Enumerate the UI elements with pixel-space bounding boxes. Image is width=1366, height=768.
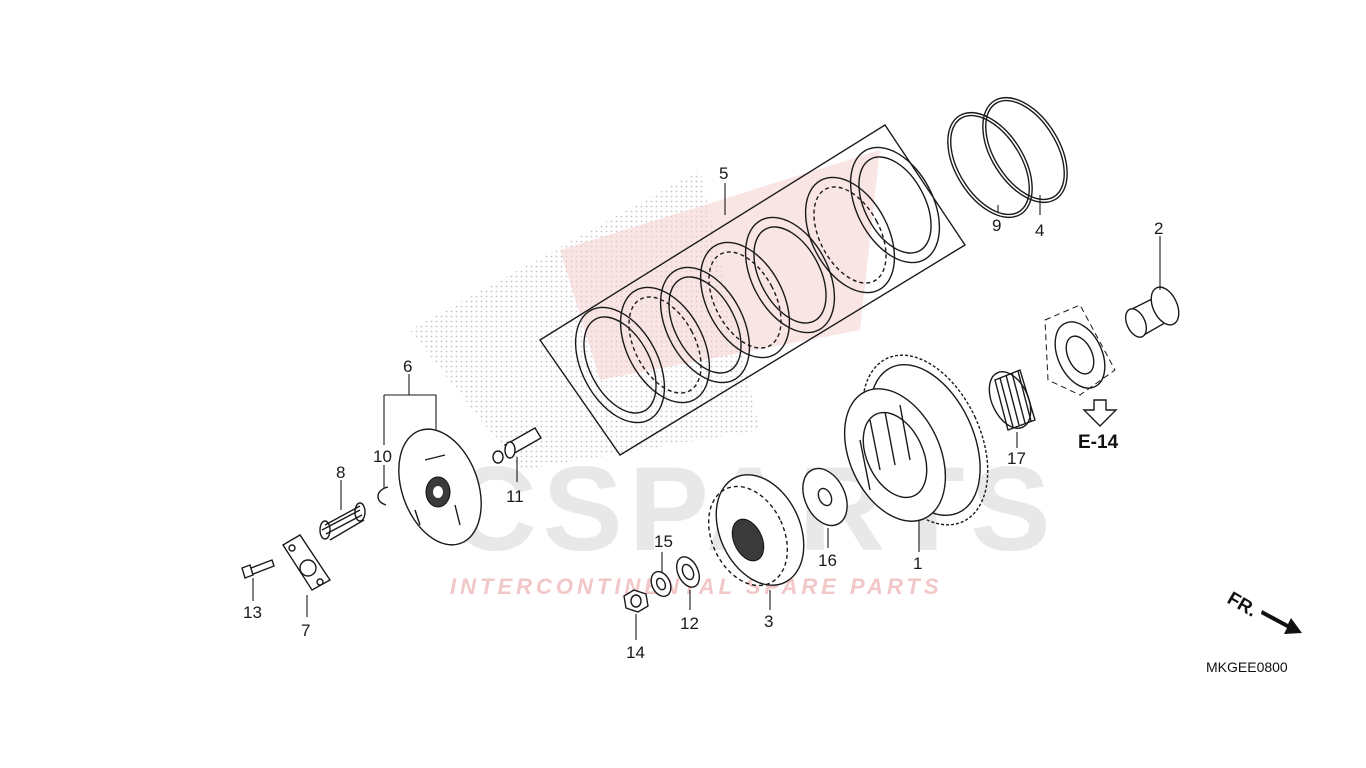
callout-14: 14 [626, 643, 645, 662]
diagram-code: MKGEE0800 [1206, 659, 1288, 675]
reference-label: E-14 [1078, 432, 1119, 453]
lifter-rod [492, 427, 542, 464]
callout-15: 15 [654, 532, 673, 551]
callout-13: 13 [243, 603, 262, 622]
callout-7: 7 [301, 621, 310, 640]
retainer-clip [377, 486, 389, 506]
spring-washer-15 [650, 570, 672, 598]
callout-8: 8 [336, 463, 345, 482]
callout-1: 1 [913, 554, 922, 573]
starter-clutch-subassembly [1044, 304, 1118, 427]
clutch-outer-gear [843, 354, 989, 526]
callout-16: 16 [818, 551, 837, 570]
front-arrow-icon [1261, 610, 1302, 634]
callout-9: 9 [992, 216, 1001, 235]
bolt [241, 559, 275, 579]
front-direction-indicator: FR. [1224, 588, 1302, 634]
pressure-plate [398, 428, 482, 546]
lock-nut-14 [623, 589, 649, 613]
needle-bearing [988, 369, 1036, 431]
washer-12 [675, 556, 701, 588]
callout-10: 10 [373, 447, 392, 466]
callout-12: 12 [680, 614, 699, 633]
wire-rings [947, 96, 1068, 219]
callout-4: 4 [1035, 221, 1044, 240]
clutch-pack-boundary [539, 124, 966, 456]
clutch-center [707, 474, 805, 587]
bushing [1124, 286, 1180, 338]
lifter-plate [282, 534, 332, 591]
clutch-spring [319, 502, 366, 541]
callout-11: 11 [506, 487, 524, 506]
thrust-washer [802, 467, 848, 527]
callout-labels: 1 2 3 4 5 6 7 8 9 10 11 12 13 14 15 16 1… [243, 164, 1163, 662]
callout-2: 2 [1154, 219, 1163, 238]
callout-3: 3 [764, 612, 773, 631]
leader-lines [252, 183, 1161, 640]
callout-6: 6 [403, 357, 412, 376]
clutch-plates [574, 146, 941, 424]
callout-5: 5 [719, 164, 728, 183]
callout-17: 17 [1007, 449, 1026, 468]
direction-label: FR. [1224, 588, 1261, 621]
